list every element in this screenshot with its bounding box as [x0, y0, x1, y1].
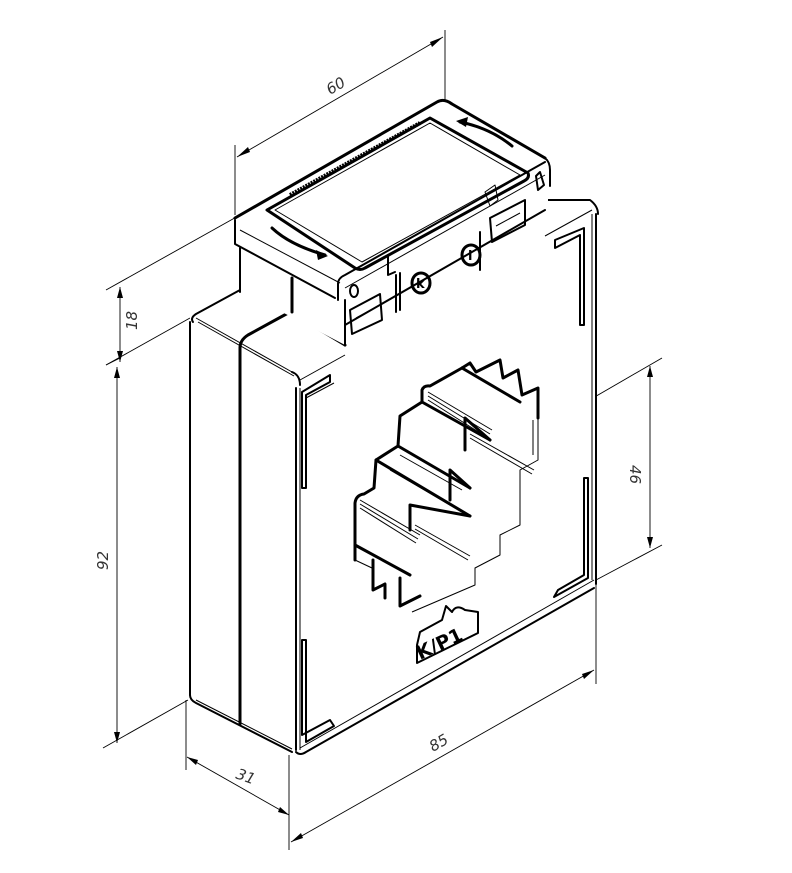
- terminal-l-label: l: [468, 249, 472, 264]
- terminal-l-marker: [460, 243, 482, 267]
- dimension-46-label: 46: [626, 465, 644, 484]
- dimension-92-label: 92: [94, 551, 112, 570]
- terminal-block: k l: [233, 98, 551, 346]
- terminal-k-label: k: [416, 277, 425, 292]
- dimension-92: 92: [94, 357, 189, 749]
- dimension-31: 31: [185, 700, 290, 850]
- seal-screw-icon: [349, 284, 359, 298]
- terminal-k-marker: [410, 271, 432, 295]
- dimension-31-label: 31: [234, 765, 258, 788]
- dimension-85-label: 85: [426, 730, 452, 755]
- primary-conductor-window: [353, 358, 540, 613]
- dimension-18-label: 18: [123, 311, 141, 330]
- dimension-18: 18: [105, 214, 241, 366]
